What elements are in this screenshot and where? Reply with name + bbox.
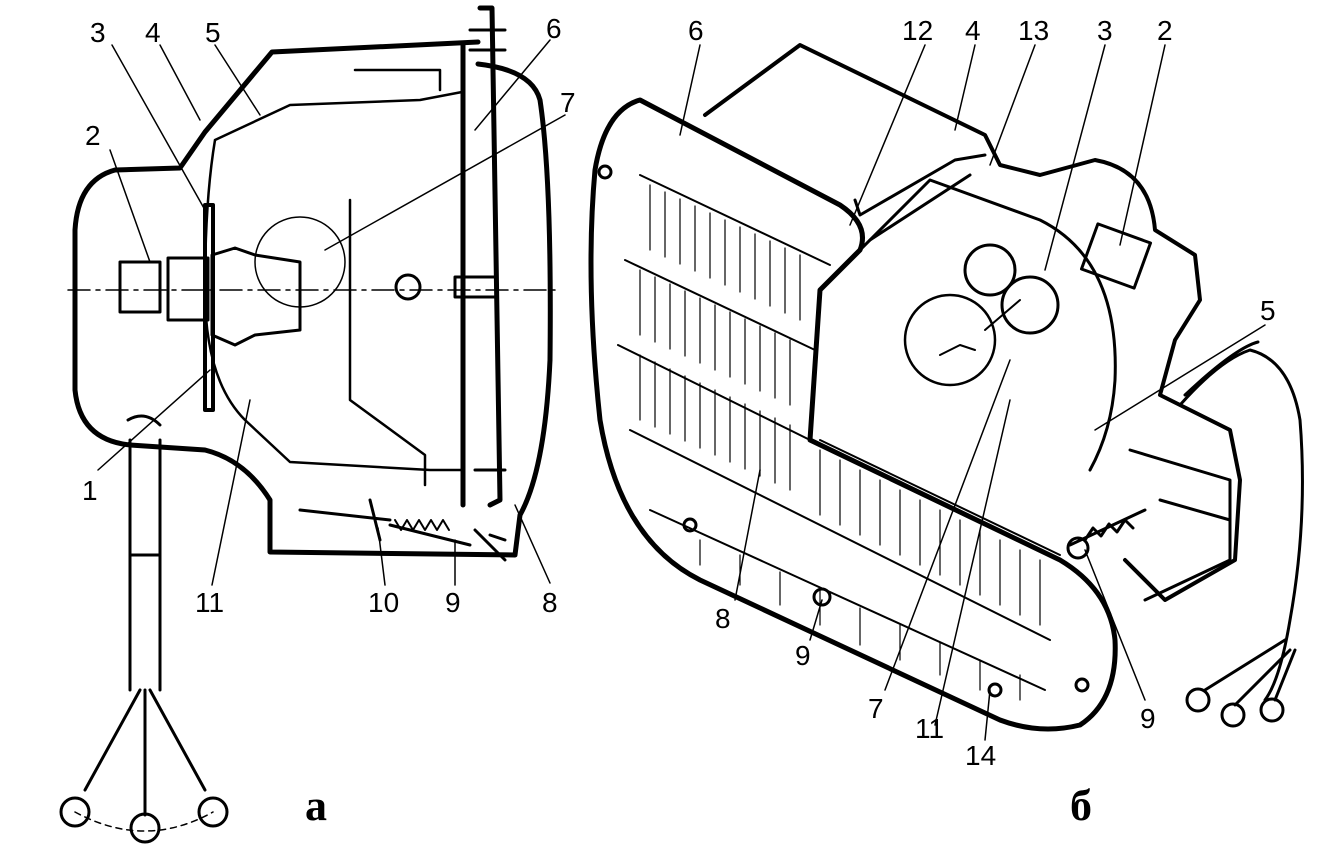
- callout-a-2: 2: [85, 120, 101, 151]
- view-b-perspective: [588, 43, 1304, 741]
- wire-bundle: [126, 414, 162, 692]
- terminal-ring-b1: [1185, 687, 1211, 713]
- lamp-filament: [939, 299, 1021, 356]
- secondary-bulb: [963, 243, 1017, 297]
- base-block: [1128, 448, 1232, 602]
- leader-lines-b: [679, 44, 1266, 741]
- callout-b-5: 5: [1260, 295, 1276, 326]
- callout-b-13: 13: [1018, 15, 1049, 46]
- callout-a-6: 6: [546, 13, 562, 44]
- lamp-holder: [166, 256, 210, 322]
- callout-a-1: 1: [82, 475, 98, 506]
- callout-b-2: 2: [1157, 15, 1173, 46]
- terminal-ring-right: [197, 796, 229, 828]
- socket-block: [118, 260, 162, 314]
- cable-b: [1178, 340, 1304, 702]
- callout-b-14: 14: [965, 740, 996, 771]
- bezel-hole-3: [812, 587, 832, 607]
- callout-b-4: 4: [965, 15, 981, 46]
- callout-b-3: 3: [1097, 15, 1113, 46]
- callout-b-7: 7: [868, 693, 884, 724]
- callout-b-9a: 9: [795, 640, 811, 671]
- lens-ribs: [617, 174, 1061, 691]
- terminal-arc: [74, 811, 214, 832]
- callout-b-8: 8: [715, 603, 731, 634]
- front-bezel: [588, 97, 1118, 732]
- spring-coil: [394, 519, 450, 531]
- terminal-ring-b2: [1220, 702, 1246, 728]
- reflector-outline: [203, 90, 464, 472]
- callout-a-4: 4: [145, 17, 161, 48]
- panel-label-a: а: [305, 781, 327, 830]
- terminal-ring-mid: [129, 812, 161, 844]
- callout-a-11: 11: [195, 587, 224, 618]
- adjust-screw-head-b: [1066, 536, 1090, 560]
- adjust-nut: [453, 275, 499, 299]
- housing-body: [703, 43, 1242, 602]
- cable-leads-b: [1203, 638, 1297, 707]
- mounting-bracket: [203, 203, 215, 412]
- callout-a-3: 3: [90, 17, 106, 48]
- callout-a-8: 8: [542, 587, 558, 618]
- callout-b-11: 11: [915, 713, 944, 744]
- callout-a-10: 10: [368, 587, 399, 618]
- bezel-hole-4: [987, 682, 1003, 698]
- callout-a-7: 7: [560, 87, 576, 118]
- lamp-base: [210, 246, 302, 347]
- bezel-hole-2: [682, 517, 698, 533]
- callout-a-9: 9: [445, 587, 461, 618]
- leader-lines-a: [97, 39, 566, 586]
- bezel-hole-1: [597, 164, 613, 180]
- lens-hatching: [639, 184, 1041, 701]
- front-frame: [460, 5, 503, 508]
- panel-label-b: б: [1070, 781, 1092, 830]
- reflector-b: [818, 178, 1117, 472]
- lens-profile: [348, 68, 442, 487]
- spring-assembly: [298, 498, 507, 562]
- terminal-ring-b3: [1259, 697, 1285, 723]
- callout-b-12: 12: [902, 15, 933, 46]
- callout-a-5: 5: [205, 17, 221, 48]
- wire-leads: [83, 688, 207, 817]
- terminal-ring-left: [59, 796, 91, 828]
- connector-block: [1079, 222, 1153, 290]
- callout-b-6: 6: [688, 15, 704, 46]
- lamp-bulb-b: [903, 293, 997, 387]
- adjust-screw-head: [394, 273, 422, 301]
- bezel-hole-5: [1074, 677, 1090, 693]
- callouts-b: 2 3 4 5 6 7 8 9 9 11 12 13 14 б: [688, 15, 1276, 830]
- rim-screws: [468, 28, 507, 472]
- callout-b-9b: 9: [1140, 703, 1156, 734]
- callouts-a: 1 2 3 4 5 6 7 8 9 10 11 а: [82, 13, 576, 830]
- lamp-socket-b: [1000, 275, 1060, 335]
- view-a-section: [59, 5, 566, 844]
